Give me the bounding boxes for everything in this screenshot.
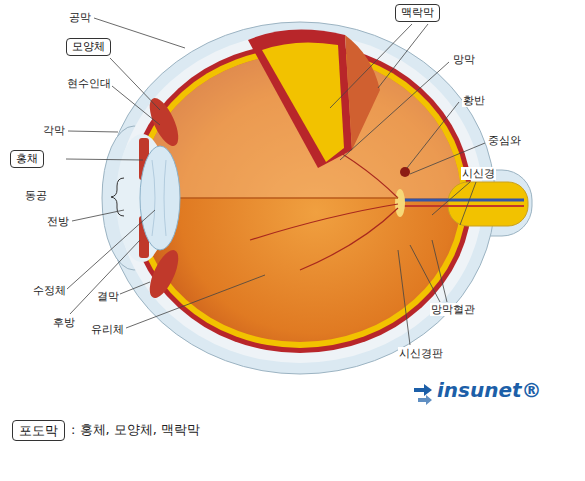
part-label: 망막혈관 <box>430 303 476 316</box>
part-label: 현수인대 <box>66 77 112 90</box>
part-label: 전방 <box>46 215 70 228</box>
label-box: 맥락막 <box>395 4 440 22</box>
part-label: 후방 <box>52 316 76 329</box>
part-label: : 홍체, 모양체, 맥락막 <box>70 421 201 438</box>
part-label: 시신경판 <box>398 347 444 360</box>
watermark: insunet® <box>436 379 543 401</box>
part-name: 모양체 <box>72 40 105 53</box>
part-label: 유리체 <box>90 323 125 336</box>
part-name: 홍채 <box>16 152 38 165</box>
part-label: 시신경 <box>461 167 496 180</box>
part-label: 각막 <box>42 124 66 137</box>
label-box: 모양체 <box>66 38 111 56</box>
part-label: 공막 <box>68 11 92 24</box>
part-name: 맥락막 <box>401 6 434 19</box>
part-label: 결막 <box>96 290 120 303</box>
part-label: 수정체 <box>32 284 67 297</box>
part-label: 황반 <box>462 94 486 107</box>
label-box: 홍채 <box>10 150 44 168</box>
part-label: 중심와 <box>487 134 522 147</box>
part-name: 포도막 <box>19 423 58 438</box>
part-label: 동공 <box>24 189 48 202</box>
label-box: 포도막 <box>12 420 65 441</box>
part-label: 망막 <box>452 53 476 66</box>
